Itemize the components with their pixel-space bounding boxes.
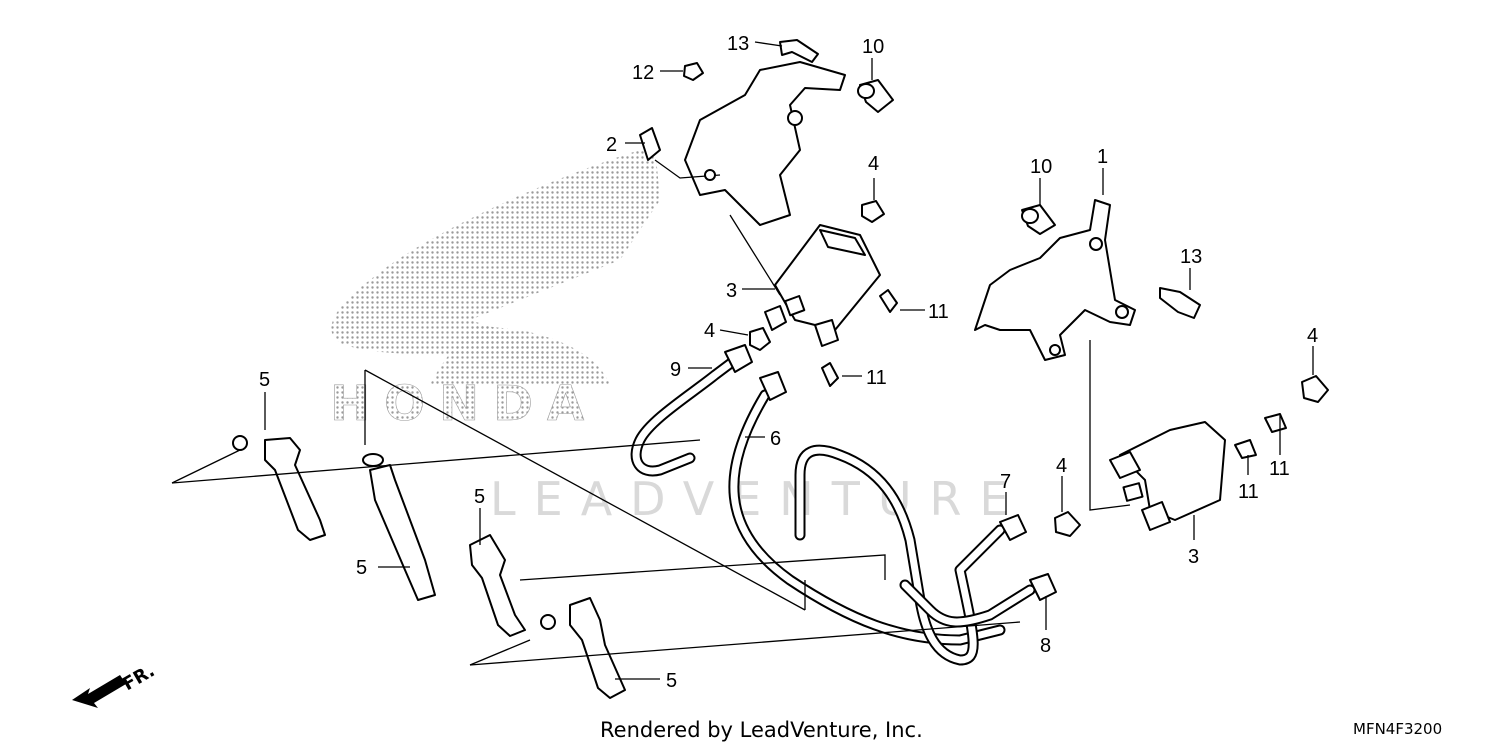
collar-10-right (1021, 204, 1056, 235)
callout-1: 1 (1097, 146, 1108, 168)
ignition-lead-9 (630, 344, 753, 477)
callout-4-middle: 4 (704, 320, 715, 342)
callout-leaders (264, 41, 1314, 680)
callout-10-right: 10 (1030, 156, 1052, 178)
collar-10-top (857, 79, 894, 113)
callout-9: 9 (670, 359, 681, 381)
clip-4-right (1301, 375, 1329, 403)
callout-11-upper: 11 (928, 301, 949, 323)
clip-4-lower (1054, 511, 1081, 537)
callout-2: 2 (606, 134, 617, 156)
callout-4-upper: 4 (868, 153, 879, 175)
svg-text:HONDA: HONDA (330, 376, 598, 432)
honda-logo-text: HONDA (330, 376, 598, 433)
front-direction-label: FR. (119, 660, 158, 695)
diagram-code: MFN4F3200 (1353, 720, 1443, 738)
plug-cap-5-lower-a (469, 534, 526, 637)
callout-13-top: 13 (727, 33, 749, 55)
bolt-11-right-b (1234, 439, 1257, 459)
callout-13-right: 13 (1180, 246, 1202, 268)
callout-5-mid: 5 (356, 557, 367, 579)
plug-cap-5-left (232, 435, 326, 541)
render-credit: Rendered by LeadVenture, Inc. (600, 718, 923, 742)
right-bracket (974, 199, 1136, 361)
callout-numbers: 13 10 12 2 4 1 10 13 3 11 4 4 9 11 5 6 4… (259, 33, 1318, 692)
callout-5-left: 5 (259, 369, 270, 391)
callout-6: 6 (770, 428, 781, 450)
guide-lines (171, 214, 1131, 666)
bolt-11-upper (879, 289, 898, 313)
callout-5-lower-b: 5 (666, 670, 677, 692)
callout-10-top: 10 (862, 36, 884, 58)
clip-4-upper (861, 200, 885, 223)
callout-11-middle: 11 (866, 367, 887, 389)
callout-8: 8 (1040, 635, 1051, 657)
callout-4-right: 4 (1307, 325, 1318, 347)
honda-wing-logo (331, 145, 660, 385)
bolt-13-right (1159, 287, 1201, 319)
callout-3-lower: 3 (1188, 546, 1199, 568)
front-direction-arrow-icon: FR. (72, 660, 158, 708)
plug-cap-5-lower-b (540, 597, 626, 699)
upper-bracket (639, 61, 846, 226)
bolt-11-middle (821, 362, 839, 387)
clip-4-middle (749, 327, 771, 351)
bolt-11-right-a (1264, 413, 1287, 433)
callout-11-right-b: 11 (1238, 481, 1259, 503)
callout-4-lower: 4 (1056, 455, 1067, 477)
nut-12 (683, 62, 704, 81)
callout-11-right-a: 11 (1269, 458, 1290, 480)
ignition-lead-8 (899, 573, 1057, 628)
ignition-coil-lower (1109, 421, 1226, 531)
callout-7: 7 (1000, 471, 1011, 493)
bolt-13-top (779, 39, 819, 63)
ignition-lead-6 (728, 371, 1006, 646)
callout-3-upper: 3 (726, 280, 737, 302)
callout-5-lower-a: 5 (474, 486, 485, 508)
watermark-text: LEADVENTURE (490, 472, 1027, 526)
plug-cap-5-mid (362, 453, 436, 601)
callout-12: 12 (632, 62, 654, 84)
ignition-coil-upper (764, 224, 881, 347)
